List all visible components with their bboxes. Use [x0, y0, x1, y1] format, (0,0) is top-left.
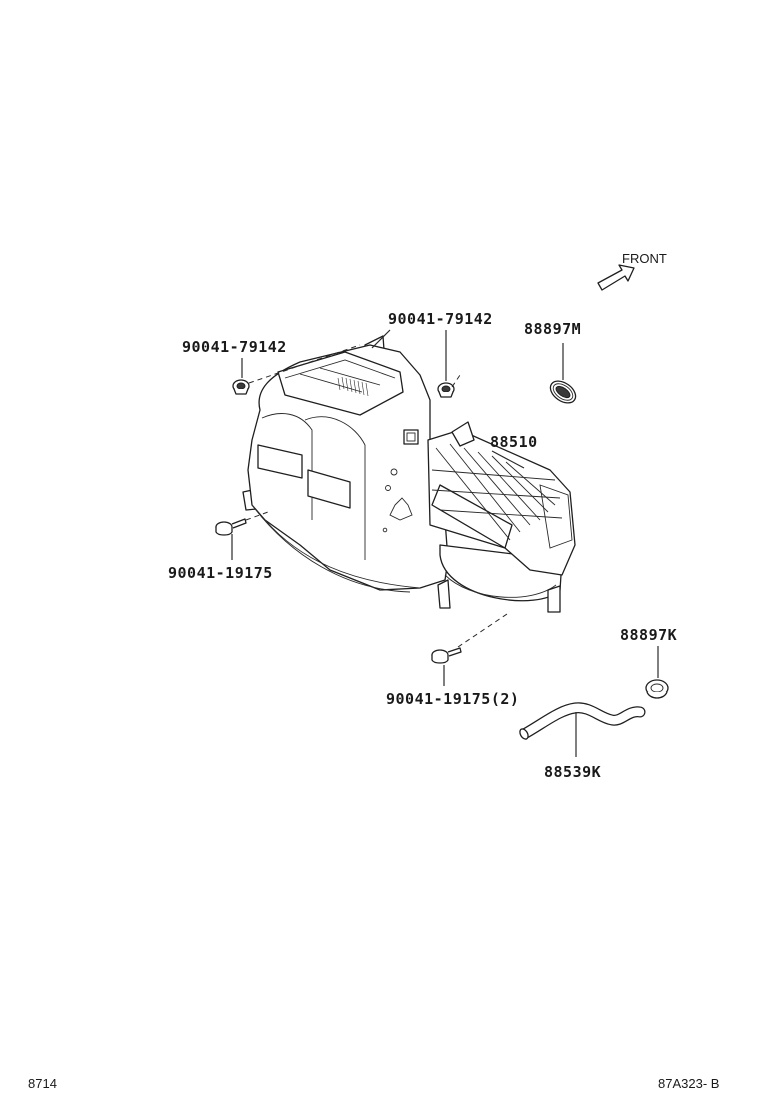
drawing-code: 87A323- B	[658, 1076, 719, 1091]
label-88510: 88510	[490, 433, 538, 451]
label-88897M: 88897M	[524, 320, 581, 338]
grommet-88897M	[549, 380, 577, 404]
label-90041-79142-left: 90041-79142	[182, 338, 287, 356]
screw-90041-19175	[215, 518, 247, 536]
clip-90041-79142-right	[437, 382, 455, 398]
label-90041-19175: 90041-19175	[168, 564, 273, 582]
front-label: FRONT	[622, 251, 667, 266]
label-88897K: 88897K	[620, 626, 677, 644]
label-90041-19175-2: 90041-19175(2)	[386, 690, 519, 708]
hose-88539K	[519, 702, 646, 740]
label-90041-79142-right: 90041-79142	[388, 310, 493, 328]
page-code: 8714	[28, 1076, 57, 1091]
clip-90041-79142-left	[232, 379, 250, 395]
label-88539K: 88539K	[544, 763, 601, 781]
screw-90041-19175-2	[431, 647, 462, 664]
heater-unit-88510	[242, 335, 576, 613]
front-arrow	[597, 264, 635, 291]
grommet-88897K	[645, 679, 669, 699]
